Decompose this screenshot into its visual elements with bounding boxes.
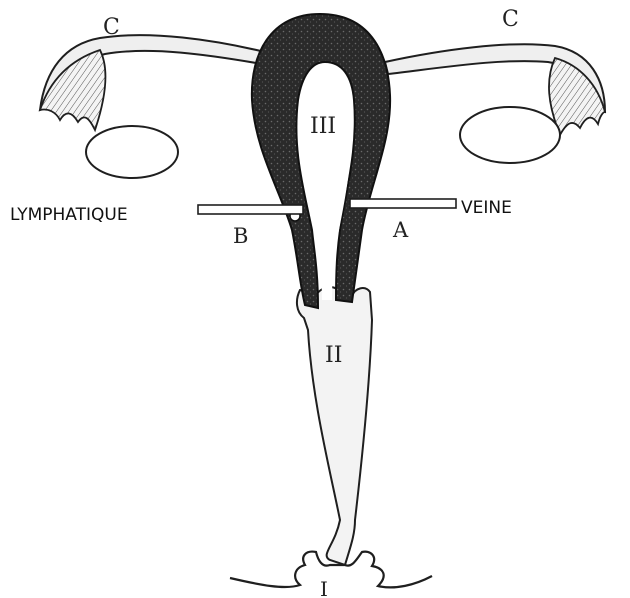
- right-ovary: [460, 107, 560, 163]
- left-ovary: [86, 126, 178, 178]
- label-a: A: [392, 218, 409, 242]
- label-veine: VEINE: [461, 198, 512, 218]
- label-c-left: C: [103, 15, 120, 40]
- label-i: I: [320, 577, 328, 598]
- lymphatic-vessel-bar: [198, 205, 303, 214]
- label-iii: III: [310, 114, 336, 139]
- left-fallopian-tube: [40, 35, 265, 130]
- label-ii: II: [325, 343, 342, 368]
- vein-vessel-bar: [350, 199, 456, 208]
- label-b: B: [233, 224, 248, 248]
- label-lymphatique: LYMPHATIQUE: [10, 205, 128, 225]
- cervical-canal-tube: [297, 287, 372, 565]
- label-c-right: C: [502, 7, 519, 32]
